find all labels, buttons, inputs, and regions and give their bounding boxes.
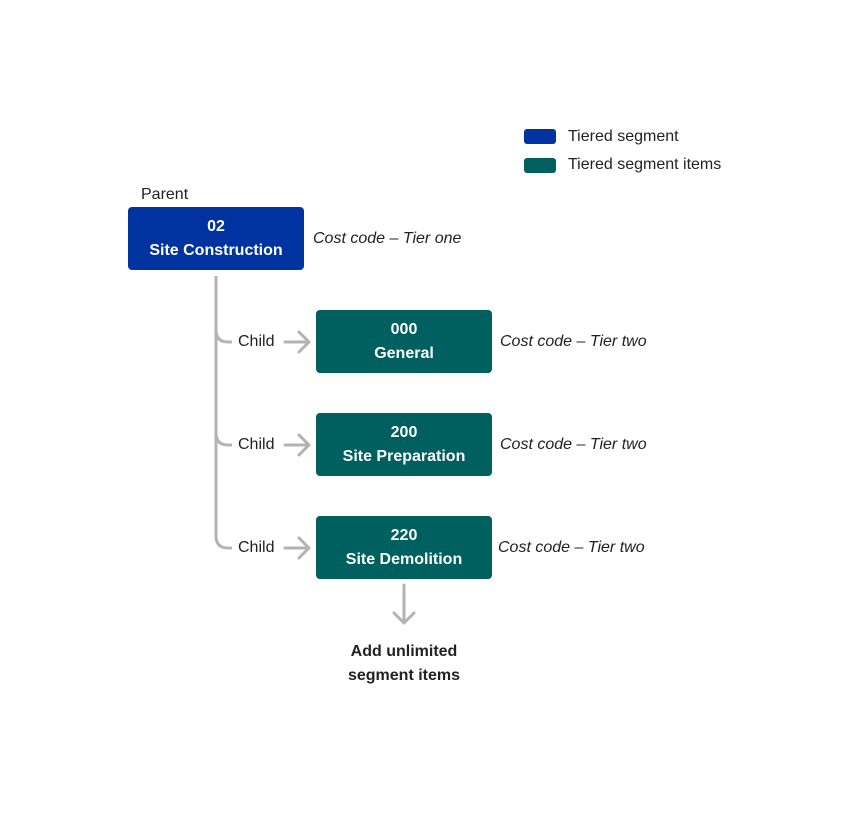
parent-node: 02 Site Construction <box>128 207 304 270</box>
child-code: 200 <box>390 423 418 441</box>
child-label: Child <box>238 539 275 556</box>
add-unlimited-note: Add unlimited segment items <box>304 640 504 688</box>
arrow-right-icon <box>283 330 311 354</box>
arrow-right-icon <box>283 433 311 457</box>
parent-code: 02 <box>207 217 225 235</box>
legend-swatch-tiered-segment-items <box>524 158 556 173</box>
child-name: General <box>374 344 434 362</box>
arrow-right-icon <box>283 536 311 560</box>
child-node-2: 200 Site Preparation <box>316 413 492 476</box>
child-tier-note: Cost code – Tier two <box>500 436 647 453</box>
child-name: Site Preparation <box>342 447 466 465</box>
arrow-down-icon <box>392 583 416 625</box>
child-label: Child <box>238 436 275 453</box>
trunk-line <box>214 276 232 550</box>
child-code: 220 <box>390 526 418 544</box>
child-tier-note: Cost code – Tier two <box>498 539 645 556</box>
branch-curve-2 <box>214 432 232 447</box>
parent-name: Site Construction <box>149 241 283 259</box>
parent-tier-note: Cost code – Tier one <box>313 230 462 247</box>
add-note-line-2: segment items <box>347 667 461 684</box>
legend-label-tiered-segment: Tiered segment <box>568 128 679 145</box>
branch-curve-1 <box>214 329 232 344</box>
child-tier-note: Cost code – Tier two <box>500 333 647 350</box>
legend-label-tiered-segment-items: Tiered segment items <box>568 156 722 173</box>
add-note-line-1: Add unlimited <box>350 643 458 660</box>
child-node-3: 220 Site Demolition <box>316 516 492 579</box>
child-code: 000 <box>390 320 418 338</box>
child-label: Child <box>238 333 275 350</box>
parent-caption: Parent <box>141 186 189 203</box>
child-name: Site Demolition <box>345 550 463 568</box>
child-node-1: 000 General <box>316 310 492 373</box>
legend-swatch-tiered-segment <box>524 129 556 144</box>
